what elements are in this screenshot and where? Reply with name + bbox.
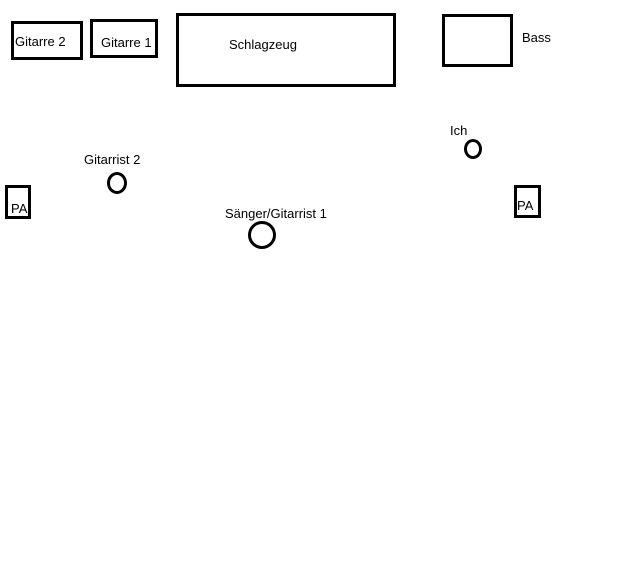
pa-left-box: [5, 185, 31, 219]
guitarist2-position-circle: [107, 172, 127, 194]
singer-guitarist1-position-circle: [248, 221, 276, 249]
drums-label: Schlagzeug: [229, 37, 297, 52]
guitarist2-label: Gitarrist 2: [84, 152, 141, 167]
pa-right-box: [514, 185, 541, 218]
guitar2-amp-box: [11, 21, 83, 60]
me-position-circle: [464, 139, 482, 159]
bass-amp-box: [442, 14, 513, 67]
pa-left-label: PA: [11, 201, 28, 216]
pa-right-label: PA: [517, 198, 534, 213]
bass-label: Bass: [522, 30, 551, 45]
me-label: Ich: [450, 123, 468, 138]
guitar1-amp-box: [90, 19, 158, 58]
guitar2-amp-label: Gitarre 2: [15, 34, 66, 49]
singer-guitarist1-label: Sänger/Gitarrist 1: [225, 206, 327, 221]
guitar1-amp-label: Gitarre 1: [101, 35, 152, 50]
drums-box: [176, 13, 396, 87]
